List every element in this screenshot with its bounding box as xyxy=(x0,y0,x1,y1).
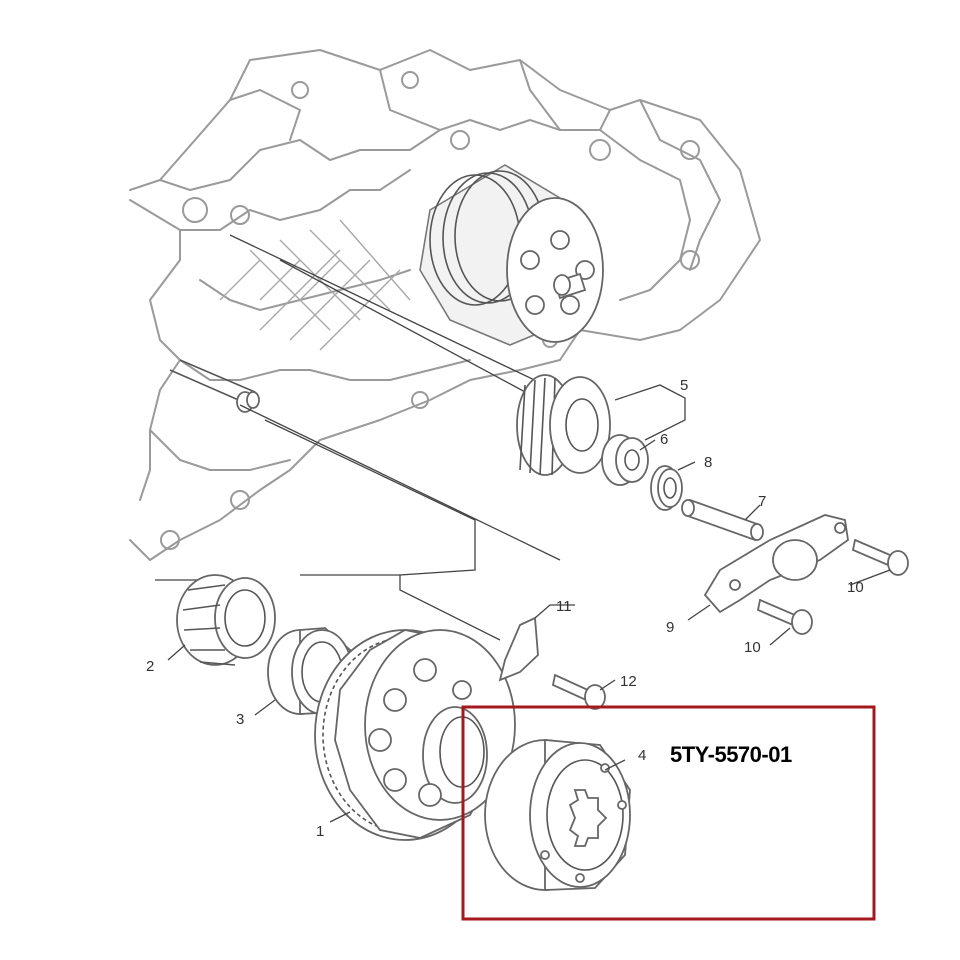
part-1-starter-wheel-gear xyxy=(314,629,516,841)
crankcase-housing xyxy=(129,49,761,561)
callout-1: 1 xyxy=(316,823,324,840)
callout-7: 7 xyxy=(758,493,766,510)
part-10-bolt-lower xyxy=(756,598,813,635)
part-6-bearing xyxy=(601,434,649,486)
callout-10-lower: 10 xyxy=(744,639,761,656)
callout-10-upper: 10 xyxy=(847,579,864,596)
part-4-starter-clutch xyxy=(484,739,631,891)
part-8-washer xyxy=(650,465,683,511)
part-2-needle-bearing xyxy=(176,574,276,666)
part-11-plate xyxy=(498,616,539,682)
callout-11: 11 xyxy=(556,598,572,615)
highlight-box xyxy=(461,705,876,921)
callout-12: 12 xyxy=(620,673,637,690)
part-12-bolt xyxy=(551,673,606,710)
part-number-label: 5TY-5570-01 xyxy=(670,742,792,767)
callout-labels: 5 6 8 7 9 10 10 11 12 2 3 1 4 xyxy=(146,377,864,840)
part-10-bolt-upper xyxy=(851,538,909,576)
part-5-idle-gear xyxy=(516,374,611,476)
callout-9: 9 xyxy=(666,619,674,636)
callout-8: 8 xyxy=(704,454,712,471)
callout-leaders xyxy=(167,384,891,823)
starter-clutch-drum xyxy=(419,164,604,346)
callout-6: 6 xyxy=(660,431,668,448)
part-9-bracket xyxy=(703,514,849,614)
callout-4: 4 xyxy=(638,747,646,764)
callout-3: 3 xyxy=(236,711,244,728)
assembly-guide-lines xyxy=(155,234,561,641)
part-7-shaft xyxy=(681,498,764,542)
callout-5: 5 xyxy=(680,377,688,394)
callout-2: 2 xyxy=(146,658,154,675)
